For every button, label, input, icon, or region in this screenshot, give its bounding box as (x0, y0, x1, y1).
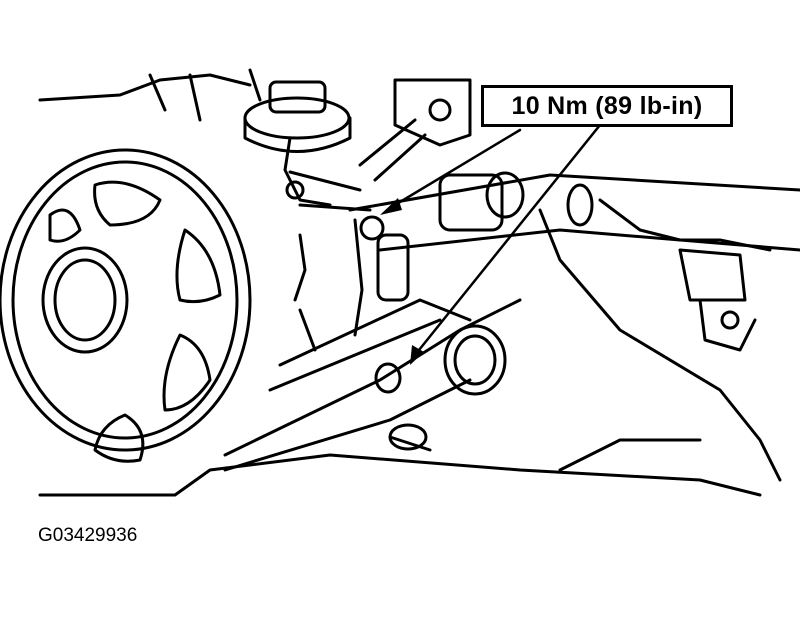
center-bolt (374, 362, 402, 394)
upper-bracket (393, 78, 472, 147)
fuel-pressure-regulator (243, 80, 352, 207)
torque-callout: 10 Nm (89 lb-in) (481, 85, 733, 127)
engine-outline (38, 73, 762, 497)
fuel-rail (348, 173, 800, 252)
crankshaft-pulley (0, 148, 252, 463)
right-housing (538, 198, 782, 482)
callout-leader-upper (393, 128, 522, 207)
callout-arrow-upper (380, 198, 402, 215)
figure-id: G03429936 (38, 525, 138, 546)
fuel-line-fitting (353, 171, 525, 337)
lower-bolt (388, 423, 432, 452)
throttle-cable-bracket (678, 248, 757, 352)
mounting-boss (443, 324, 507, 396)
engine-block-top (148, 68, 262, 122)
torque-label: 10 Nm (89 lb-in) (511, 91, 703, 120)
callout-arrow-lower (410, 345, 424, 365)
engine-line-drawing (0, 68, 800, 497)
vacuum-hose (288, 118, 427, 212)
callout-leader-lower (413, 123, 602, 357)
